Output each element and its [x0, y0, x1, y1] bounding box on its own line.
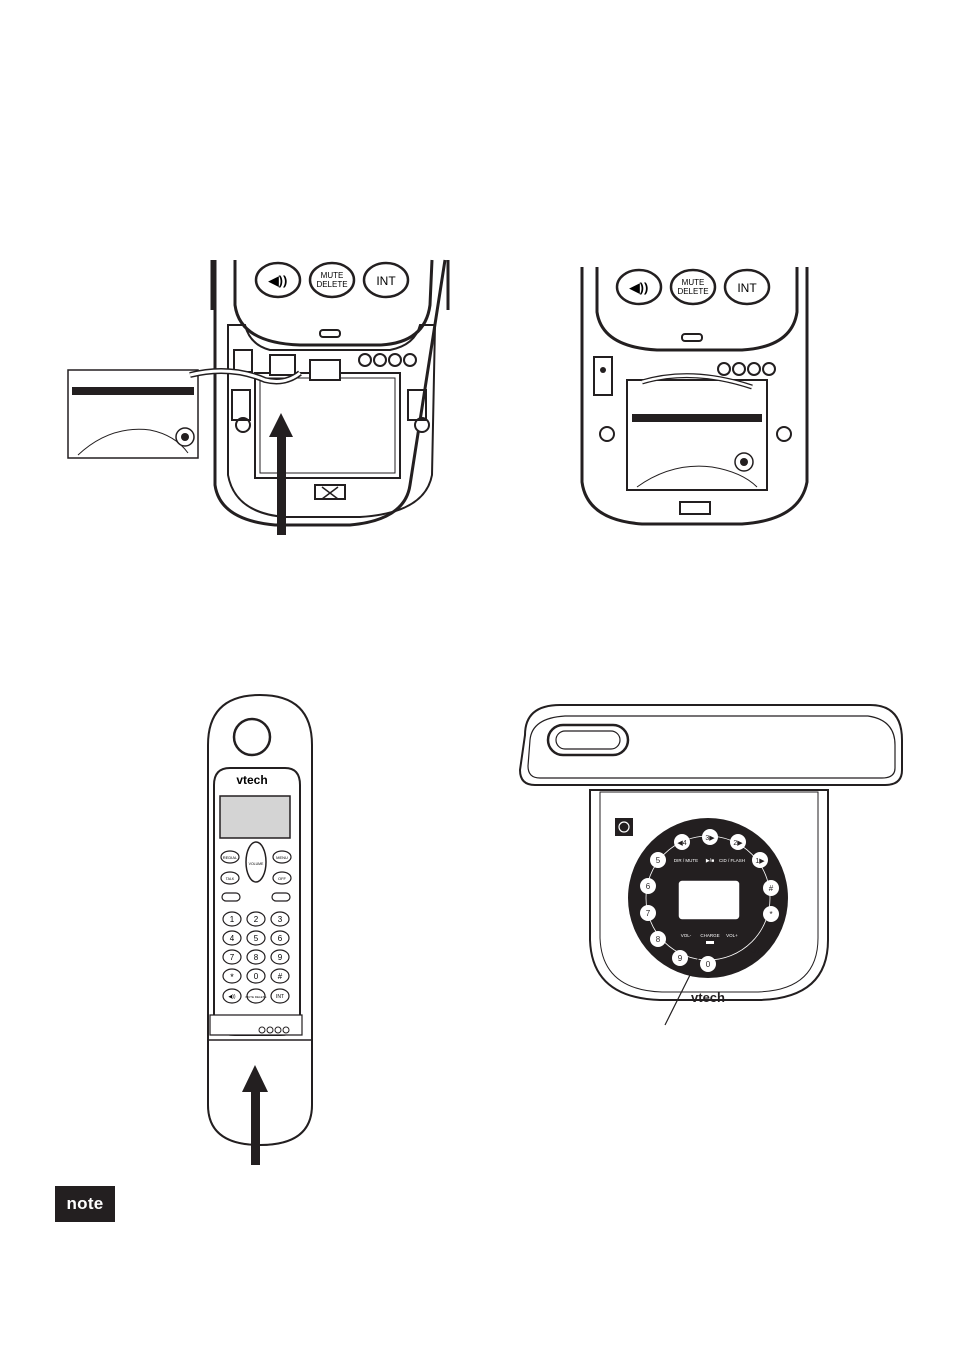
svg-text:MENU: MENU — [276, 855, 288, 860]
svg-text:#: # — [769, 884, 774, 893]
earpiece — [234, 719, 270, 755]
key-hash: # — [271, 969, 289, 983]
svg-text:8: 8 — [254, 953, 259, 962]
svg-text:7: 7 — [646, 909, 651, 918]
key-int: INT — [271, 989, 289, 1003]
key-3: 3 — [271, 912, 289, 926]
battery-installed-figure: ◀)) MUTE DELETE INT — [572, 262, 822, 532]
key-0: 0 — [247, 969, 265, 983]
svg-text:VOLUME: VOLUME — [249, 862, 264, 866]
svg-text:5: 5 — [254, 934, 259, 943]
base-display — [678, 880, 740, 920]
svg-text:1: 1 — [230, 915, 235, 924]
speaker-icon: ◀)) — [748, 945, 760, 954]
installed-battery — [627, 380, 767, 490]
int-key-2: INT — [725, 270, 769, 304]
charge-led — [706, 941, 714, 944]
svg-text:*: * — [230, 972, 234, 982]
speaker-key: ◀)) — [256, 263, 300, 297]
svg-text:INT: INT — [737, 281, 757, 295]
svg-text:MUTE: MUTE — [682, 278, 705, 287]
svg-text:◀)): ◀)) — [268, 273, 288, 288]
svg-text:◀4: ◀4 — [677, 840, 686, 847]
svg-text:1▶: 1▶ — [755, 858, 765, 865]
energy-star-badge — [615, 818, 633, 836]
base-brand: vtech — [691, 990, 725, 1005]
cradle-earpiece — [548, 725, 628, 755]
base-unit-figure: ◀4 3▶ 2▶ 1▶ 5 6 7 8 9 0 # * DIR / MUTE ▶… — [510, 700, 910, 1030]
key-7: 7 — [223, 950, 241, 964]
handset-cover-figure: vtech REDIAL MENU VOLUME TALK OFF 1 2 3 … — [200, 690, 320, 1170]
svg-text:2▶: 2▶ — [733, 840, 743, 847]
handset-brand: vtech — [236, 773, 267, 787]
svg-text:INT: INT — [276, 994, 284, 1000]
svg-text:DELETE: DELETE — [677, 287, 708, 296]
key-8: 8 — [247, 950, 265, 964]
svg-text:▶/■: ▶/■ — [706, 858, 714, 864]
svg-text:◀)): ◀)) — [629, 280, 649, 295]
key-2: 2 — [247, 912, 265, 926]
svg-text:0: 0 — [254, 972, 259, 981]
svg-text:0: 0 — [706, 960, 711, 969]
svg-text:CHARGE: CHARGE — [700, 933, 719, 938]
svg-text:VOL+: VOL+ — [726, 933, 738, 938]
svg-text:#: # — [278, 972, 283, 981]
svg-text:4: 4 — [230, 934, 235, 943]
svg-text:8: 8 — [656, 935, 661, 944]
int-key: INT — [364, 263, 408, 297]
mute-delete-key: MUTE DELETE — [310, 263, 354, 297]
key-1: 1 — [223, 912, 241, 926]
key-speaker: ◀)) — [223, 989, 241, 1003]
key-6: 6 — [271, 931, 289, 945]
svg-text:3▶: 3▶ — [705, 835, 715, 842]
svg-text:◀)): ◀)) — [228, 994, 236, 1000]
battery-connect-figure: ◀)) MUTE DELETE INT — [60, 255, 460, 545]
svg-text:6: 6 — [278, 934, 283, 943]
svg-text:*: * — [769, 910, 772, 919]
svg-text:6: 6 — [646, 882, 651, 891]
svg-text:REDIAL: REDIAL — [223, 855, 238, 860]
svg-text:9: 9 — [678, 954, 683, 963]
key-star: * — [223, 969, 241, 983]
mute-delete-key-2: MUTE DELETE — [671, 270, 715, 304]
svg-text:3: 3 — [278, 915, 283, 924]
key-4: 4 — [223, 931, 241, 945]
key-5: 5 — [247, 931, 265, 945]
svg-text:MUTE DELETE: MUTE DELETE — [245, 995, 266, 999]
svg-text:DELETE: DELETE — [316, 280, 347, 289]
handset-display — [220, 796, 290, 838]
svg-text:DIR / MUTE: DIR / MUTE — [674, 858, 698, 863]
svg-text:MUTE: MUTE — [321, 271, 344, 280]
svg-text:7: 7 — [230, 953, 235, 962]
speaker-key-2: ◀)) — [617, 270, 661, 304]
svg-text:TALK: TALK — [226, 877, 235, 881]
svg-text:OFF: OFF — [278, 876, 287, 881]
svg-text:5: 5 — [656, 856, 661, 865]
handset-keypad: 1 2 3 4 5 6 7 8 9 * 0 # ◀)) MUTE DELETE … — [223, 912, 289, 1003]
svg-text:9: 9 — [278, 953, 283, 962]
note-badge: note — [55, 1186, 115, 1222]
svg-text:CID / FLASH: CID / FLASH — [719, 858, 745, 863]
key-9: 9 — [271, 950, 289, 964]
battery-pack — [68, 370, 198, 458]
svg-text:VOL-: VOL- — [681, 933, 692, 938]
svg-text:INT: INT — [376, 274, 396, 288]
svg-text:2: 2 — [254, 915, 259, 924]
